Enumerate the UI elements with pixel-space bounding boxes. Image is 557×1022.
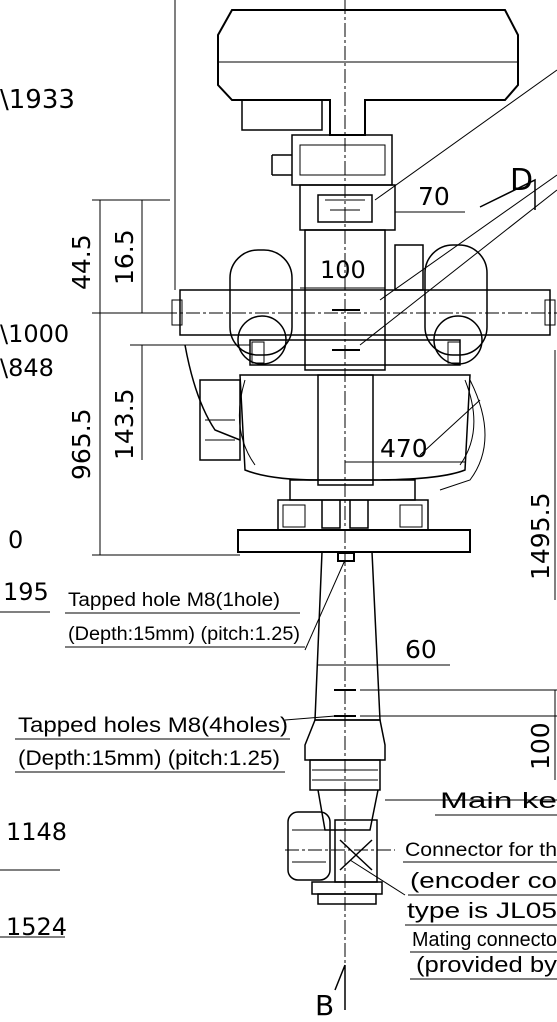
tapped-holes-4-line2: (Depth:15mm) (pitch:1.25) [18, 747, 280, 770]
connector-note-line4: Mating connecto [412, 929, 557, 951]
dim-1524: 1524 [6, 913, 67, 941]
connector-note-line3: type is JL05 [407, 898, 557, 923]
notes: Tapped hole M8(1hole) (Depth:15mm) (pitc… [15, 590, 557, 980]
view-label-d: D [510, 163, 533, 198]
tapped-hole-1-line1: Tapped hole M8(1hole) [68, 590, 280, 611]
robot-body [171, 9, 556, 905]
dim-44-5: 44.5 [67, 234, 96, 290]
centerlines [140, 0, 557, 1000]
dimension-text: \1933 \1000 \848 0 195 1148 1524 44.5 16… [0, 85, 555, 1022]
dim-470: 470 [380, 434, 428, 463]
dim-1148: 1148 [6, 818, 67, 846]
dim-848: \848 [0, 354, 54, 382]
dim-1933: \1933 [0, 85, 75, 115]
dim-70: 70 [418, 182, 450, 211]
dim-965-5: 965.5 [67, 408, 96, 480]
dim-1000: \1000 [0, 320, 69, 348]
tapped-holes-4-line1: Tapped holes M8(4holes) [18, 714, 288, 737]
dim-143-5: 143.5 [110, 388, 139, 460]
connector-note-line2: (encoder co [410, 868, 557, 893]
view-label-b: B [315, 989, 334, 1022]
dim-100-side: 100 [526, 722, 555, 770]
dim-0: 0 [8, 526, 23, 554]
dim-60: 60 [405, 635, 437, 664]
tapped-hole-1-line2: (Depth:15mm) (pitch:1.25) [68, 624, 300, 645]
main-key-note: Main ke [440, 788, 557, 813]
dim-16-5: 16.5 [110, 229, 139, 285]
connector-note-line5: (provided by [416, 952, 557, 977]
dim-100-top: 100 [320, 256, 366, 284]
dim-1495-5: 1495.5 [526, 493, 555, 580]
connector-note-line1: Connector for th [405, 840, 557, 861]
dim-195: 195 [3, 578, 49, 606]
